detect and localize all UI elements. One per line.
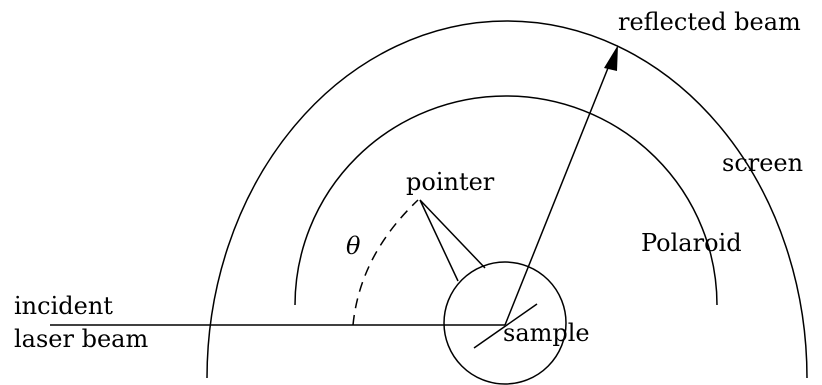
- pointer-line-right: [419, 199, 486, 269]
- sample-holder-circle: [443, 261, 567, 385]
- label-laser-beam: laser beam: [14, 325, 148, 353]
- theta-angle-arc: [352, 199, 419, 326]
- label-pointer: pointer: [406, 168, 495, 196]
- screen-arc: [206, 20, 808, 379]
- label-polaroid: Polaroid: [641, 229, 742, 257]
- label-reflected-beam: reflected beam: [618, 8, 801, 36]
- label-screen: screen: [722, 149, 803, 177]
- label-sample: sample: [503, 319, 590, 347]
- pointer-line-left: [419, 199, 459, 282]
- polaroid-arc: [294, 95, 718, 306]
- reflected-beam-arrowhead: [604, 45, 618, 71]
- label-theta: θ: [346, 232, 361, 260]
- sample-slab: [473, 303, 538, 349]
- label-incident: incident: [14, 292, 113, 320]
- reflected-beam-line: [504, 57, 613, 326]
